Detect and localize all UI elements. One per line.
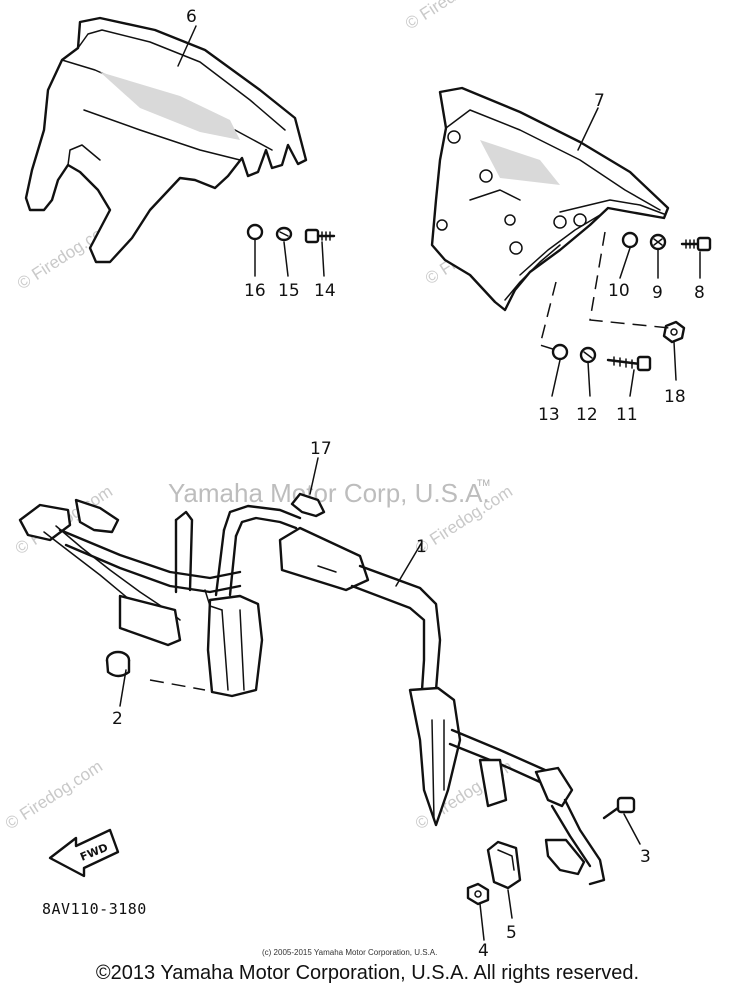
assembly-line	[539, 281, 557, 351]
assembly-line	[589, 231, 671, 329]
callout-17: 17	[310, 439, 332, 459]
part-17-clip	[290, 492, 326, 518]
callout-15: 15	[278, 281, 300, 301]
part-2-grommet	[105, 650, 131, 678]
callout-1: 1	[416, 537, 427, 557]
callout-3: 3	[640, 847, 651, 867]
callout-6: 6	[186, 7, 197, 27]
callout-4: 4	[478, 941, 489, 961]
callout-14: 14	[314, 281, 336, 301]
callouts: 6 7 16 15 14 10 9 8 18 13 12 11 17 1 2 3…	[112, 7, 705, 961]
small-copyright: (c) 2005-2015 Yamaha Motor Corporation, …	[262, 948, 437, 957]
hardware-upper-left	[246, 223, 336, 244]
part-1-bracket	[18, 498, 606, 886]
callout-5: 5	[506, 923, 517, 943]
footer-copyright: ©2013 Yamaha Motor Corporation, U.S.A. A…	[95, 962, 640, 984]
yamaha-watermark: Yamaha Motor Corp, U.S.A.	[168, 478, 490, 508]
firedog-watermark: © Firedog.com	[2, 757, 106, 834]
part-6-cover	[24, 16, 308, 264]
trademark-mark: TM	[477, 478, 490, 488]
part-3-bolt	[602, 796, 636, 820]
hardware-upper-right	[551, 231, 712, 372]
callout-11: 11	[616, 405, 638, 425]
callout-16: 16	[244, 281, 266, 301]
callout-8: 8	[694, 283, 705, 303]
assembly-line	[149, 679, 206, 691]
leader-lines	[119, 25, 701, 941]
firedog-watermark: © Firedog.com	[402, 0, 506, 33]
callout-13: 13	[538, 405, 560, 425]
forward-arrow: FWD	[48, 828, 120, 878]
part-7-panel	[430, 86, 670, 312]
callout-2: 2	[112, 709, 123, 729]
callout-12: 12	[576, 405, 598, 425]
callout-18: 18	[664, 387, 686, 407]
callout-9: 9	[652, 283, 663, 303]
part-5-clamp	[486, 840, 522, 890]
callout-7: 7	[594, 91, 605, 111]
diagram-part-number: 8AV110-3180	[42, 900, 147, 918]
part-4-nut	[466, 882, 490, 906]
callout-10: 10	[608, 281, 630, 301]
